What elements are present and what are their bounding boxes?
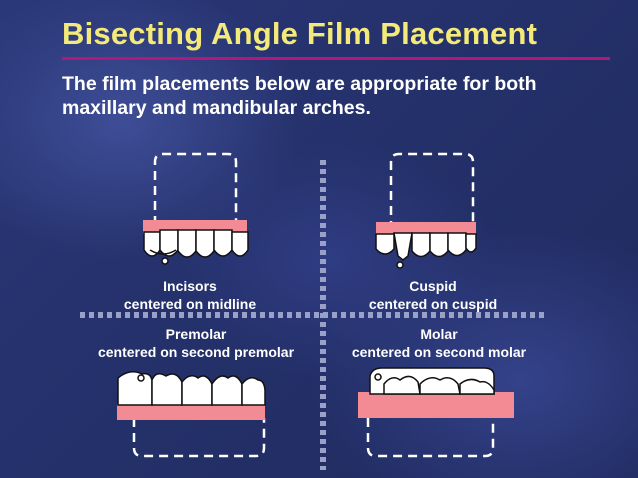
molar-placement: centered on second molar [351, 344, 527, 360]
incisors-label: Incisors [163, 278, 217, 294]
molar-teeth [369, 367, 495, 395]
cuspid-label: Cuspid [409, 278, 457, 294]
incisors-film-outline [153, 152, 238, 225]
premolar-gum [117, 404, 265, 420]
premolar-film-outline [132, 418, 266, 458]
molar-film-outline [366, 418, 495, 458]
incisors-illustration [143, 152, 249, 265]
premolar-teeth [117, 371, 266, 406]
slide-title: Bisecting Angle Film Placement [62, 16, 538, 51]
incisors-teeth [143, 229, 249, 265]
title-underline [62, 57, 610, 60]
cuspid-film-outline [389, 152, 475, 230]
molar-caption: Molar centered on second molar [334, 325, 544, 361]
cuspid-illustration [375, 152, 477, 269]
premolar-placement: centered on second premolar [97, 344, 295, 360]
premolar-label: Premolar [165, 326, 227, 342]
cuspid-placement: centered on cuspid [368, 296, 498, 312]
molar-illustration [358, 367, 514, 458]
molar-gum [358, 392, 514, 418]
premolar-caption: Premolar centered on second premolar [78, 325, 314, 361]
cuspid-teeth [375, 232, 477, 269]
slide-subtitle: The film placements below are appropriat… [62, 73, 537, 119]
molar-label: Molar [420, 326, 458, 342]
incisors-placement: centered on midline [123, 296, 257, 312]
cuspid-caption: Cuspid centered on cuspid [343, 277, 523, 313]
incisors-caption: Incisors centered on midline [105, 277, 275, 313]
premolar-illustration [117, 371, 266, 458]
